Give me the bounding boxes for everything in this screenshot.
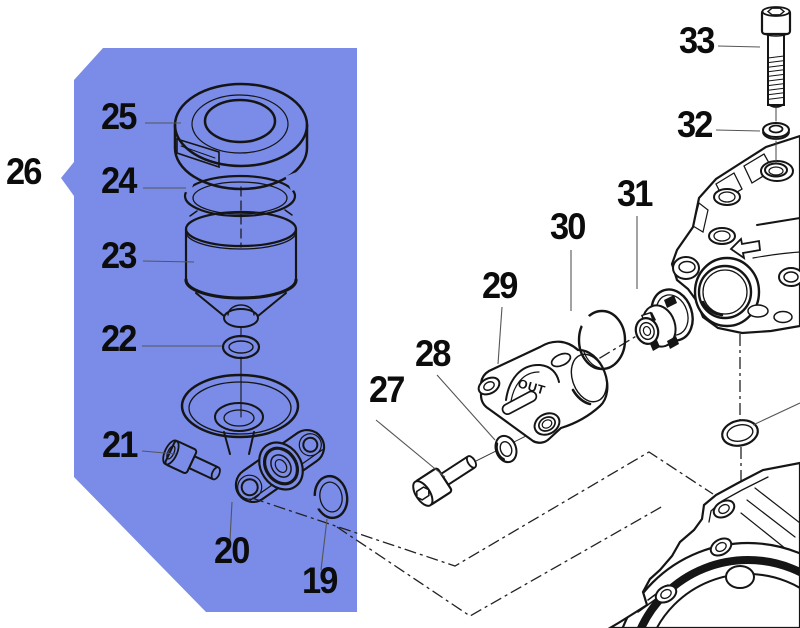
part-label-28: 28	[415, 333, 451, 374]
part-label-29: 29	[482, 265, 518, 306]
pump-body	[670, 134, 800, 335]
part-20-bracket	[234, 428, 326, 504]
part-label-26: 26	[6, 151, 42, 192]
part-33-bolt	[760, 6, 792, 122]
part-label-20: 20	[214, 530, 250, 571]
part-29-outlet-manifold	[477, 340, 609, 444]
part-27-bolt	[412, 455, 477, 507]
part-31-valve	[634, 288, 694, 351]
flow-direction-arrow	[729, 237, 761, 261]
part-label-25: 25	[101, 96, 137, 137]
leader-lines	[141, 45, 800, 571]
crankcase-oring	[721, 419, 759, 447]
part-label-24: 24	[101, 160, 137, 201]
part-label-33: 33	[679, 20, 715, 61]
part-23-accumulator-body	[184, 209, 298, 328]
part-24-ring	[179, 172, 302, 248]
part-label-27: 27	[369, 369, 405, 410]
part-label-32: 32	[677, 104, 713, 145]
part-label-23: 23	[101, 235, 137, 276]
part-28-washer	[494, 434, 518, 464]
part-21-bolt	[162, 439, 221, 481]
diaphragm	[180, 356, 300, 455]
valve-group	[412, 6, 800, 628]
part-label-31: 31	[617, 173, 653, 214]
part-19-oring	[310, 474, 349, 520]
part-label-30: 30	[550, 206, 586, 247]
part-label-21: 21	[102, 424, 138, 465]
crankcase-section	[607, 461, 800, 628]
accumulator-assembly	[162, 82, 349, 520]
part-label-22: 22	[101, 318, 137, 359]
part-label-19: 19	[302, 560, 338, 601]
part-30-oring	[574, 309, 627, 371]
part-32-washer	[762, 122, 790, 164]
